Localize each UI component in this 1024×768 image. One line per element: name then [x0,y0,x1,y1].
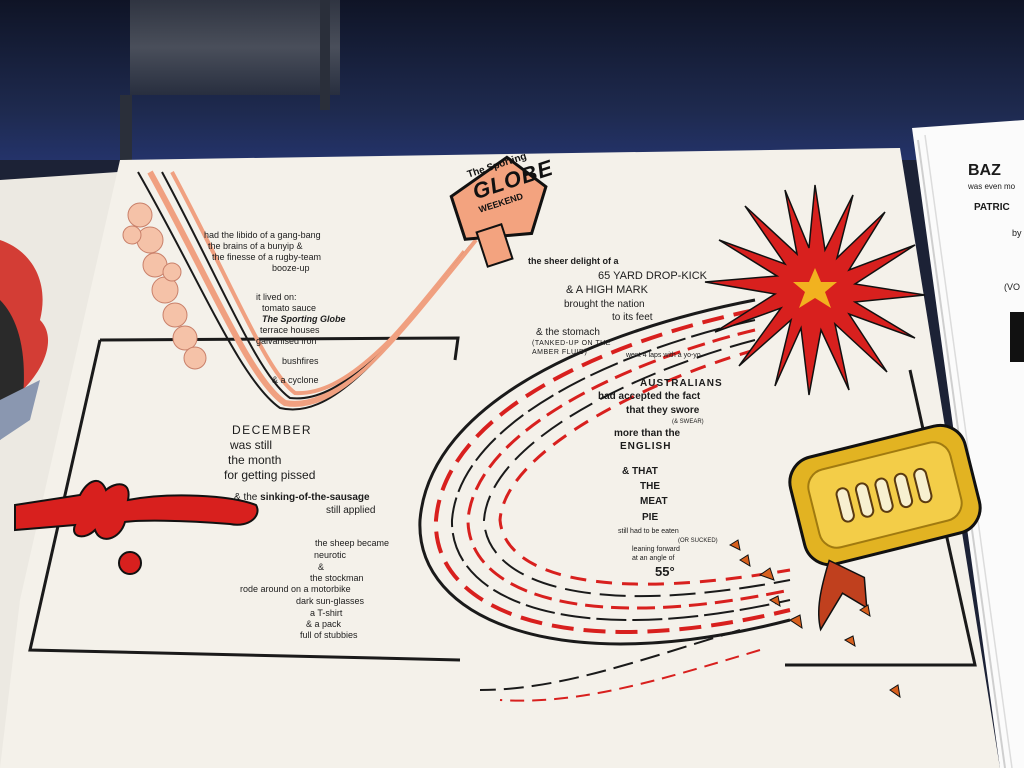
feet-line: to its feet [612,312,653,323]
sheep-line: the stockman [310,573,364,583]
main-poster-paper [0,148,1000,768]
december-line: for getting pissed [224,468,316,482]
sheep-line: & [318,562,325,572]
right-poster-line: by [1012,228,1022,238]
australians-line: AUSTRALIANS [640,378,723,389]
stomach-line: & the stomach [536,327,600,338]
starburst-explosion [704,184,926,396]
the-line: THE [640,481,660,492]
applied-line: still applied [326,505,376,516]
sheep-line: full of stubbies [300,630,358,640]
frame-line [99,336,460,361]
libido-line: the finesse of a rugby-team [212,252,322,262]
lived-on-item: galvanised iron [256,336,317,346]
amber-line: AMBER FLUID) [532,349,588,356]
lived-on-item: The Sporting Globe [262,314,346,324]
glass-reflection-bar [120,95,132,165]
left-flame-art [0,380,40,440]
eaten-line: still had to be eaten [618,528,679,535]
right-poster-title: BAZ [968,162,1001,179]
meat-pie [788,423,982,632]
sheep-line: dark sun-glasses [296,596,365,606]
glass-reflection-bar [320,0,330,110]
meat-line: MEAT [640,496,668,507]
bushfires-text: bushfires [282,356,319,366]
frame-line [28,339,461,662]
brought-line: brought the nation [564,299,645,310]
right-poster-frame [1010,312,1024,362]
right-poster-line: was even mo [968,182,1016,191]
swear-line: (& SWEAR) [672,419,704,425]
sporting-globe-sign [449,155,548,268]
delight-line: the sheer delight of a [528,256,619,266]
drop-kick-line: 65 YARD DROP-KICK [598,270,708,282]
high-mark-line: & A HIGH MARK [566,284,648,296]
cyclone-text: & a cyclone [272,375,319,385]
december-line: the month [228,453,282,467]
pie-line: PIE [642,512,659,523]
football-swoosh-trail [418,298,791,702]
sheep-line: neurotic [314,550,347,560]
glass-reflection [130,0,340,95]
sheep-line: the sheep became [315,538,390,548]
yo-yo-line: went 4 laps with a yo-yo [626,352,701,359]
libido-line: booze-up [272,263,310,273]
leaning-line: leaning forward [632,546,680,553]
english-line: ENGLISH [620,441,672,452]
lived-on-item: tomato sauce [262,303,317,313]
angle-line: at an angle of [632,555,675,562]
sheep-line: rode around on a motorbike [240,584,351,594]
pie-crumbs [728,539,901,699]
lived-on-intro: it lived on: [256,292,297,302]
right-poster-line: (VO [1004,282,1021,292]
sucked-line: (OR SUCKED) [678,538,718,544]
red-pointer-arrow [14,480,259,575]
swore-line: that they swore [626,405,700,416]
lived-on-item: terrace houses [260,325,320,335]
sheep-line: & a pack [306,619,342,629]
tanked-line: (TANKED-UP ON THE [532,340,611,347]
and-that-line: & THAT [622,466,658,477]
degrees-line: 55° [655,564,675,579]
libido-line: had the libido of a gang-bang [204,230,321,240]
smoke-cloud [122,202,207,370]
sheep-line: a T-shirt [310,608,343,618]
libido-line: the brains of a bunyip & [208,241,303,251]
right-poster-line: PATRIC [974,202,1010,213]
december-heading: DECEMBER [232,423,313,437]
more-than-line: more than the [614,428,681,439]
accepted-line: had accepted the fact [598,391,701,402]
sausage-line: & the sinking-of-the-sausage [234,492,370,503]
december-line: was still [230,438,273,452]
